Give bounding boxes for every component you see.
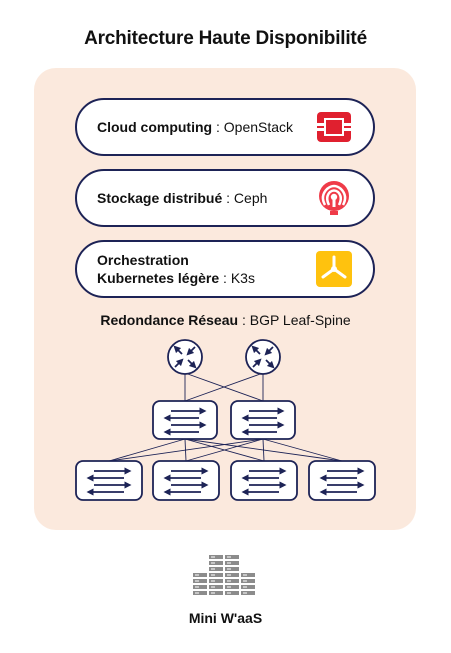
openstack-logo-icon	[317, 112, 351, 142]
diagram-title: Architecture Haute Disponibilité	[84, 28, 367, 49]
spine-switch-icon	[230, 400, 296, 440]
connection-lines	[108, 372, 343, 462]
k3s-logo-icon	[316, 251, 352, 287]
footer-label: Mini W'aaS	[188, 610, 263, 626]
layer-title: Cloud computing	[97, 119, 213, 135]
ceph-logo-icon	[319, 181, 349, 215]
layer-title: Stockage distribué	[97, 190, 223, 206]
leaf-switch-icon	[308, 460, 376, 501]
leaf-switch-icon	[152, 460, 220, 501]
layer-title: Kubernetes légère	[97, 270, 220, 286]
router-icon	[167, 339, 203, 375]
server-rack-icon	[193, 555, 255, 595]
network-label: Redondance Réseau : BGP Leaf-Spine	[0, 312, 451, 328]
leaf-switch-icon	[230, 460, 298, 501]
layer-value: : Ceph	[222, 190, 268, 206]
leaf-switch-icon	[75, 460, 143, 501]
layer-orchestration: Orchestration Kubernetes légère : K3s	[75, 240, 375, 298]
layer-title-line1: Orchestration	[97, 252, 189, 268]
router-icon	[245, 339, 281, 375]
network-value: : BGP Leaf-Spine	[238, 312, 351, 328]
layer-cloud-computing: Cloud computing : OpenStack	[75, 98, 375, 156]
network-title: Redondance Réseau	[100, 312, 239, 328]
spine-switch-icon	[152, 400, 218, 440]
layer-value: : K3s	[219, 270, 255, 286]
layer-value: : OpenStack	[212, 119, 294, 135]
layer-distributed-storage: Stockage distribué : Ceph	[75, 169, 375, 227]
